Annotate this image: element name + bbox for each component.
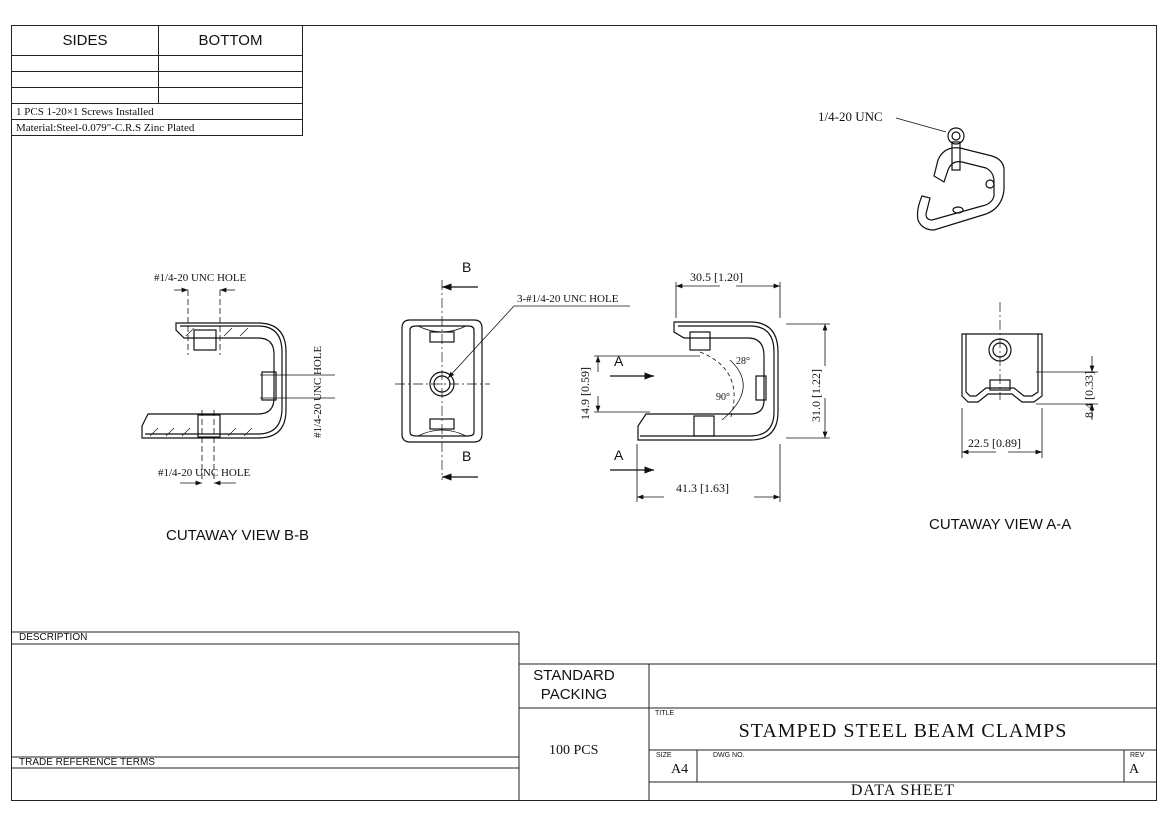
trade-terms-label: TRADE REFERENCE TERMS — [19, 757, 155, 768]
dim-right-width: 22.5 [0.89] — [968, 436, 1021, 450]
dim-width-top: 30.5 [1.20] — [690, 270, 743, 284]
dim-height: 31.0 [1.22] — [809, 369, 823, 422]
iso-thread-label: 1/4-20 UNC — [818, 109, 883, 124]
spec-table: SIDES BOTTOM 1 PCS 1-20×1 Screws Install… — [11, 25, 303, 136]
size-value: A4 — [671, 762, 689, 777]
dim-throat: 14.9 [0.59] — [578, 367, 592, 420]
cutaway-bb-drawing — [141, 287, 335, 486]
section-b-bottom-label: B — [462, 448, 472, 464]
mid-holes-label: 3-#1/4-20 UNC HOLE — [517, 293, 619, 305]
dim-length: 41.3 [1.63] — [676, 481, 729, 495]
section-a-bottom-label: A — [614, 447, 624, 463]
view-aa-caption: CUTAWAY VIEW A-A — [929, 516, 1072, 533]
data-sheet-footer: DATA SHEET — [850, 782, 956, 799]
spec-col-bottom: BOTTOM — [158, 25, 303, 56]
rev-value: A — [1129, 762, 1140, 777]
section-b-top-label: B — [462, 259, 472, 275]
standard-packing-label: STANDARD PACKING — [533, 667, 615, 703]
left-hole-top-label: #1/4-20 UNC HOLE — [154, 272, 247, 284]
drawing-title: STAMPED STEEL BEAM CLAMPS — [738, 720, 1068, 742]
dwg-no-label: DWG NO. — [713, 752, 745, 759]
left-hole-bottom-label: #1/4-20 UNC HOLE — [158, 467, 251, 479]
dim-right-height: 8.4 [0.33] — [1082, 371, 1096, 418]
view-bb-caption: CUTAWAY VIEW B-B — [166, 527, 310, 544]
isometric-clamp-drawing — [895, 117, 1005, 231]
packing-qty: 100 PCS — [549, 743, 599, 758]
top-view-drawing — [395, 280, 630, 481]
angle-28-label: 28° — [736, 356, 750, 367]
rev-label: REV — [1130, 752, 1145, 759]
title-block-lines — [11, 631, 1157, 801]
title-label: TITLE — [655, 710, 675, 717]
section-a-top-label: A — [614, 353, 624, 369]
left-hole-side-label: #1/4-20 UNC HOLE — [312, 345, 324, 438]
spec-note-material: Material:Steel-0.079"-C.R.S Zinc Plated — [11, 119, 303, 136]
side-view-drawing — [594, 282, 830, 502]
angle-90-label: 90° — [716, 392, 730, 403]
cutaway-aa-drawing — [961, 302, 1098, 458]
description-label: DESCRIPTION — [19, 632, 88, 643]
size-label: SIZE — [656, 752, 672, 759]
drawing-frame — [11, 25, 1157, 801]
